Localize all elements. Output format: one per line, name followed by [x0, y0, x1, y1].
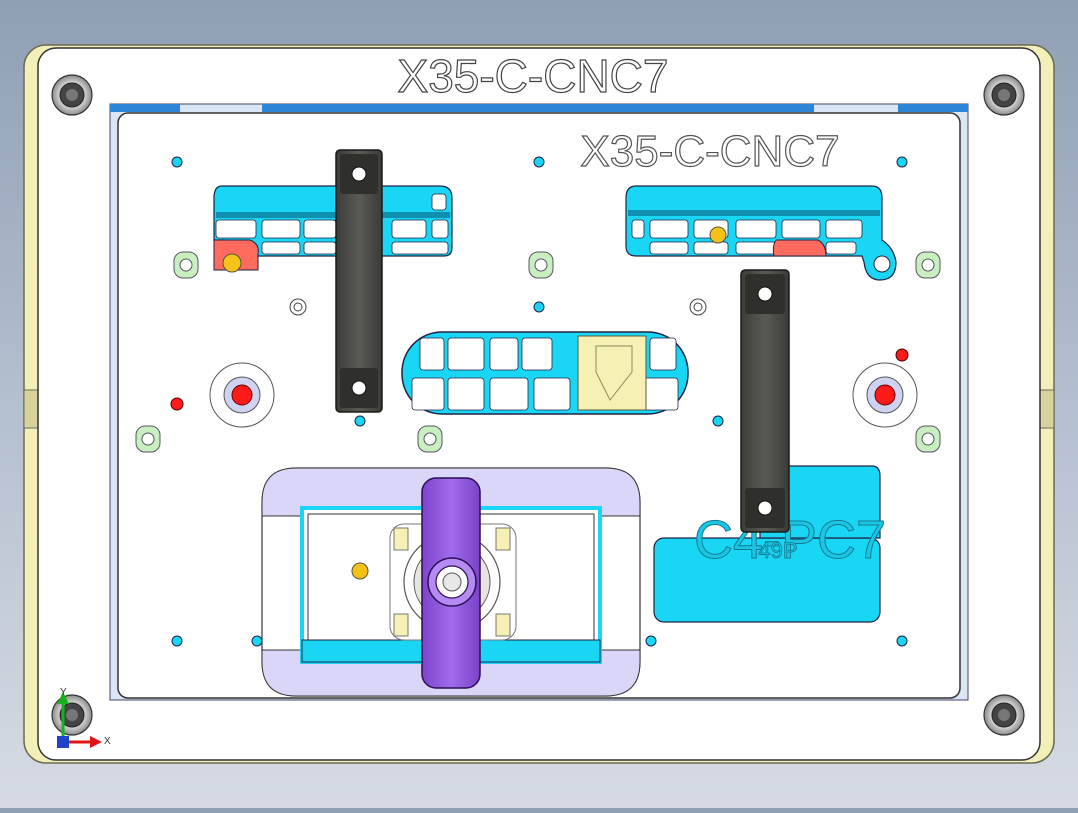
small-red-pin-right [895, 348, 909, 362]
nest-pad: C4-PC7 49P [653, 465, 887, 623]
locating-pin-left [209, 362, 275, 428]
right-rib-pocket [625, 185, 897, 281]
triad-axis-y: Y [60, 687, 67, 698]
coordinate-triad: X Y [57, 687, 111, 748]
corner-screw-top-left [51, 74, 93, 116]
triad-axis-x: X [104, 736, 111, 747]
yellow-pin-1 [222, 253, 242, 273]
clamp-arm-left[interactable] [335, 149, 383, 413]
toggle-clamp[interactable] [421, 477, 481, 689]
base-engraving-text: X35-C-CNC7 [398, 50, 669, 102]
mounting-holes [171, 156, 908, 647]
center-rib-window [401, 331, 689, 415]
clearance-holes [289, 298, 707, 316]
plate-engraving-text: X35-C-CNC7 [580, 127, 839, 176]
pad-engraving-large: C4-PC7 [694, 510, 886, 570]
green-locator-1 [173, 251, 199, 279]
clamp-arm-right[interactable] [740, 269, 790, 533]
yellow-pin-2 [709, 226, 727, 244]
small-red-pin-left [170, 397, 184, 411]
green-locator-3 [915, 251, 941, 279]
corner-screw-bottom-right [983, 694, 1025, 736]
yellow-pin-3 [351, 562, 369, 580]
green-locator-4 [135, 425, 161, 453]
green-locator-5 [417, 425, 443, 453]
green-locator-6 [915, 425, 941, 453]
corner-screw-top-right [983, 74, 1025, 116]
pad-engraving-small: 49P [758, 538, 797, 563]
locating-pin-right [852, 362, 918, 428]
corner-screw-bottom-left [51, 694, 93, 736]
green-locator-2 [528, 251, 554, 279]
